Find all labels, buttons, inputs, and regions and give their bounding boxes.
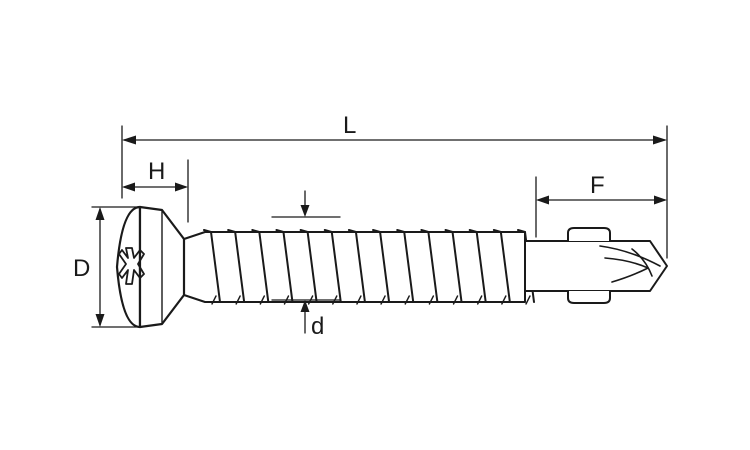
thread-root (428, 295, 435, 305)
arrowhead-head-diameter-top (95, 207, 105, 220)
label-head-height: H (148, 158, 165, 185)
screw (115, 205, 668, 329)
thread-crest (203, 229, 221, 303)
thread-crest (323, 229, 342, 303)
thread-root (259, 295, 266, 305)
thread-crest (372, 229, 391, 303)
thread-root (404, 295, 410, 305)
thread-crest (492, 229, 511, 303)
arrowhead-thread-top (300, 205, 310, 217)
head-face (115, 205, 142, 329)
drill-shank (524, 240, 668, 292)
thread-root (501, 295, 507, 305)
arrowhead-head-height-left (122, 182, 135, 192)
arrowhead-length-left (122, 135, 136, 145)
label-thread-diameter: d (311, 313, 324, 340)
drill-flute-3 (631, 248, 653, 277)
thread-root (476, 295, 483, 305)
thread-crests (203, 229, 535, 305)
thread-root (332, 295, 338, 305)
shank-outline (183, 231, 526, 303)
screw-head (115, 205, 186, 329)
label-head-diameter: D (73, 255, 90, 282)
label-drill-point: F (590, 172, 605, 199)
arrowheads (95, 135, 667, 327)
thread-crest (420, 229, 439, 303)
thread-crest (396, 229, 415, 303)
arrowhead-drill-point-right (654, 195, 667, 205)
drill-point (524, 227, 668, 304)
arrowhead-drill-point-left (536, 195, 549, 205)
thread-root (452, 295, 459, 305)
thread-crest (227, 229, 246, 303)
thread-crest (251, 229, 270, 303)
thread-crest (468, 229, 487, 303)
thread-root (380, 295, 386, 305)
screw-thread-section (183, 229, 535, 305)
thread-crest (347, 229, 366, 303)
arrowhead-thread-bottom (300, 300, 310, 312)
arrowhead-length-right (653, 135, 667, 145)
thread-root (211, 295, 217, 305)
thread-root (307, 295, 314, 305)
drill-flute-1 (599, 245, 661, 267)
thread-crest (444, 229, 463, 303)
label-length: L (343, 112, 356, 139)
thread-crest (299, 229, 318, 303)
drill-wing-bottom (567, 290, 611, 304)
drill-wing-top (567, 227, 611, 242)
thread-root (525, 295, 531, 305)
phillips-cross-recess-icon (118, 247, 145, 285)
thread-root (356, 295, 362, 305)
arrowhead-head-height-right (175, 182, 188, 192)
arrowhead-head-diameter-bottom (95, 314, 105, 327)
thread-root (283, 295, 290, 305)
thread-root (235, 295, 241, 305)
thread-crest (275, 229, 294, 303)
